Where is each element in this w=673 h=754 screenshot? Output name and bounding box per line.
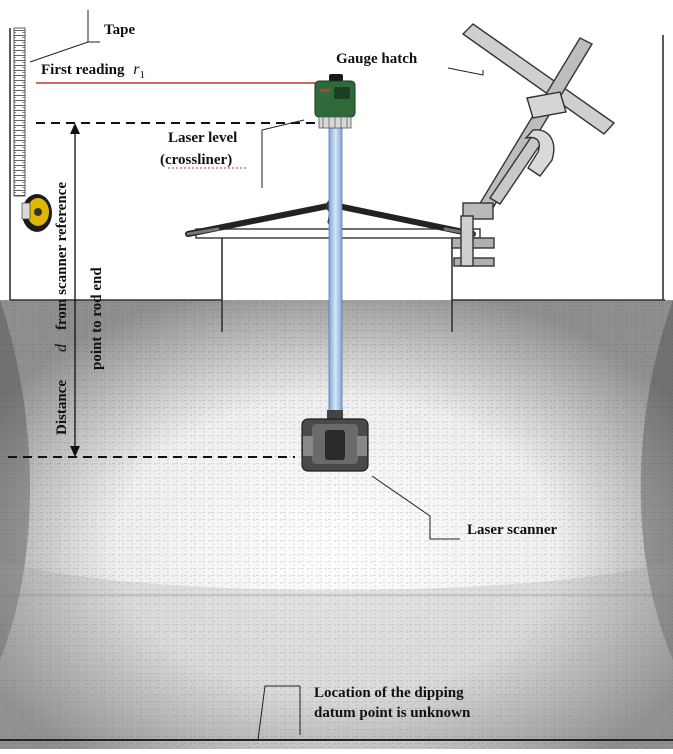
distance-label-line3: point to rod end — [89, 267, 105, 370]
datum-label-line2: datum point is unknown — [314, 705, 471, 721]
gauge-hatch-label: Gauge hatch — [336, 51, 418, 67]
laser-level-label-line1: Laser level — [168, 130, 237, 146]
laser-level-label-line2: (crossliner) — [160, 152, 232, 168]
distance-label: Distancedfrom scanner reference — [53, 182, 70, 435]
distance-arrow — [70, 123, 80, 457]
datum-label-line1: Location of the dipping — [314, 685, 464, 701]
tape-measure-icon — [21, 194, 52, 232]
tape-strip — [13, 27, 26, 197]
gauge-hatch-icon — [451, 23, 616, 267]
measuring-rod — [328, 127, 343, 419]
laser-scanner-icon — [301, 410, 369, 472]
laser-level-icon — [314, 74, 356, 129]
leader-lines — [29, 10, 484, 741]
tape-label: Tape — [104, 22, 135, 38]
svg-text:Distancedfrom scanner referenc: Distancedfrom scanner reference — [53, 182, 70, 435]
laser-scanner-label: Laser scanner — [467, 522, 557, 538]
first-reading-label: First reading r1 — [41, 61, 145, 81]
svg-text:point to rod end: point to rod end — [89, 267, 105, 370]
